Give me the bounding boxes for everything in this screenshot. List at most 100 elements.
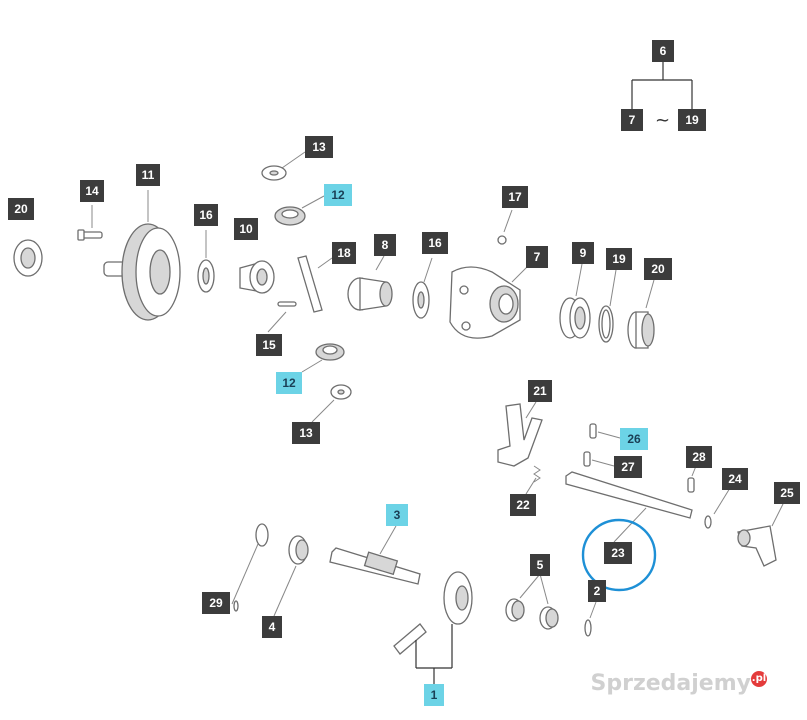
- callout-label: 19: [606, 248, 632, 270]
- callout-label: 12: [324, 184, 352, 206]
- gear-12-bottom: [301, 343, 345, 373]
- svg-text:20: 20: [651, 262, 665, 276]
- bearing-4: [273, 535, 309, 617]
- svg-text:7: 7: [629, 113, 636, 127]
- svg-text:22: 22: [516, 498, 530, 512]
- svg-text:10: 10: [239, 222, 253, 236]
- watermark-text: Sprzedajemy: [590, 671, 752, 696]
- pin-28: [687, 465, 697, 493]
- svg-text:24: 24: [728, 472, 742, 486]
- svg-text:14: 14: [85, 184, 99, 198]
- svg-text:7: 7: [534, 250, 541, 264]
- svg-text:12: 12: [282, 376, 296, 390]
- bearing-20-left: [13, 239, 43, 277]
- washer-16-right: [412, 257, 433, 319]
- pin-18: [297, 255, 333, 313]
- svg-text:5: 5: [537, 558, 544, 572]
- callout-label: 7: [621, 109, 643, 131]
- sleeve-8: [347, 255, 393, 311]
- lever-25: [737, 501, 785, 567]
- spring-22: [525, 465, 541, 495]
- svg-text:26: 26: [627, 432, 641, 446]
- range-tilde: ~: [655, 110, 670, 131]
- callout-label: 23: [604, 542, 632, 564]
- callout-label: 15: [256, 334, 282, 356]
- gear-12-top: [274, 195, 325, 226]
- bearing-9: [559, 263, 591, 339]
- svg-text:25: 25: [780, 486, 794, 500]
- input-shaft-3: [329, 525, 421, 585]
- callout-label: 3: [386, 504, 408, 526]
- clip-24: [704, 487, 731, 529]
- callout-label: 2: [588, 580, 606, 602]
- callout-label: 20: [8, 198, 34, 220]
- svg-text:13: 13: [312, 140, 326, 154]
- callout-label: 17: [502, 186, 528, 208]
- svg-text:11: 11: [142, 168, 155, 182]
- bushing-10: [239, 260, 275, 294]
- callout-label: 8: [374, 234, 396, 256]
- callout-label: 5: [530, 554, 550, 576]
- svg-text:9: 9: [580, 246, 587, 260]
- svg-text:19: 19: [685, 113, 699, 127]
- svg-text:13: 13: [299, 426, 313, 440]
- callout-label: 13: [292, 422, 320, 444]
- watermark-badge: .pl: [751, 671, 767, 687]
- pin-15: [267, 301, 297, 333]
- callout-label: 9: [572, 242, 594, 264]
- callout-label: 26: [620, 428, 648, 450]
- gear-11: [103, 190, 181, 321]
- svg-text:6: 6: [660, 44, 667, 58]
- washer-13-bottom: [311, 384, 352, 423]
- ring-19: [598, 269, 617, 343]
- callout-label: 18: [332, 242, 356, 264]
- callout-label: 19: [678, 109, 706, 131]
- svg-text:12: 12: [331, 188, 345, 202]
- shift-rod-23: [565, 471, 693, 543]
- pin-17: [497, 209, 513, 245]
- callout-labels: 6 7 19 13 12 11 14 20 16 10 18 8 16 17 7…: [8, 40, 800, 706]
- callout-label: 24: [722, 468, 748, 490]
- gear-shaft-1: [393, 571, 473, 686]
- callout-label: 11: [136, 164, 160, 186]
- svg-text:23: 23: [611, 546, 625, 560]
- svg-text:16: 16: [428, 236, 442, 250]
- clip-2: [584, 601, 597, 637]
- callout-label: 10: [234, 218, 258, 240]
- callout-label: 29: [202, 592, 230, 614]
- callout-label: 14: [80, 180, 104, 202]
- washer-16-left: [197, 230, 215, 293]
- svg-text:19: 19: [612, 252, 626, 266]
- callout-label: 16: [422, 232, 448, 254]
- highlight-circle: [581, 518, 657, 592]
- svg-text:20: 20: [14, 202, 28, 216]
- watermark: Sprzedajemy.pl: [590, 671, 767, 696]
- callout-label: 7: [526, 246, 548, 268]
- pins-26-27: [583, 423, 621, 467]
- washer-13-top: [261, 151, 306, 181]
- svg-text:21: 21: [533, 384, 547, 398]
- shift-fork-21: [497, 401, 543, 467]
- bearing-20-right: [627, 279, 655, 349]
- bolt-14: [77, 205, 103, 241]
- bearings-5: [505, 573, 559, 630]
- svg-text:27: 27: [621, 460, 635, 474]
- range-bracket: ~: [631, 62, 693, 131]
- svg-text:28: 28: [692, 450, 706, 464]
- callout-label: 27: [614, 456, 642, 478]
- svg-text:16: 16: [199, 208, 213, 222]
- svg-text:15: 15: [262, 338, 276, 352]
- svg-text:2: 2: [594, 584, 601, 598]
- circlip-29: [231, 523, 269, 612]
- svg-text:3: 3: [394, 508, 401, 522]
- callout-label: 25: [774, 482, 800, 504]
- callout-label: 21: [528, 380, 552, 402]
- svg-text:4: 4: [269, 620, 276, 634]
- diff-housing-7: [449, 265, 529, 339]
- callout-label: 16: [194, 204, 218, 226]
- callout-label: 20: [644, 258, 672, 280]
- callout-label: 6: [652, 40, 674, 62]
- svg-text:18: 18: [337, 246, 351, 260]
- callout-label: 13: [305, 136, 333, 158]
